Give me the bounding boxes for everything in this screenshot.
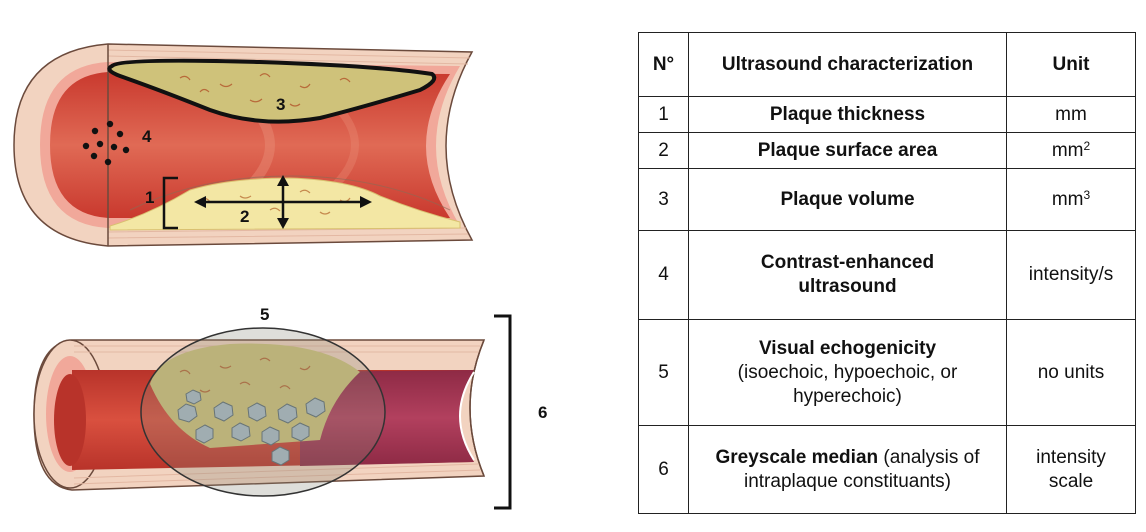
table-row: 3 Plaque volume mm3 bbox=[638, 168, 1136, 231]
row-characterization: Greyscale median (analysis of intraplaqu… bbox=[688, 425, 1007, 514]
row-characterization: Plaque volume bbox=[688, 168, 1007, 231]
header-characterization: Ultrasound characterization bbox=[688, 32, 1007, 97]
echogenicity-region bbox=[140, 327, 386, 497]
table-row: 5 Visual echogenicity(isoechoic, hypoech… bbox=[638, 319, 1136, 426]
row-characterization: Plaque thickness bbox=[688, 96, 1007, 133]
label-1: 1 bbox=[145, 188, 154, 207]
contrast-dots bbox=[82, 120, 130, 166]
plaque-volume-region bbox=[107, 58, 437, 124]
artery-illustration: 3 4 1 2 bbox=[13, 43, 547, 510]
greyscale-bracket bbox=[494, 314, 512, 510]
label-2: 2 bbox=[240, 207, 249, 226]
table-row: 2 Plaque surface area mm2 bbox=[638, 132, 1136, 169]
row-number: 6 bbox=[638, 425, 689, 514]
row-unit: mm bbox=[1006, 96, 1136, 133]
row-characterization: Contrast-enhanced ultrasound bbox=[688, 230, 1007, 320]
bottom-plaque bbox=[109, 177, 461, 231]
label-3: 3 bbox=[276, 95, 285, 114]
table-row: 4 Contrast-enhanced ultrasound intensity… bbox=[638, 230, 1136, 320]
table-row: 6 Greyscale median (analysis of intrapla… bbox=[638, 425, 1136, 514]
thickness-bracket bbox=[162, 176, 178, 230]
row-number: 5 bbox=[638, 319, 689, 426]
row-number: 3 bbox=[638, 168, 689, 231]
row-unit: no units bbox=[1006, 319, 1136, 426]
row-number: 4 bbox=[638, 230, 689, 320]
row-unit: intensity/s bbox=[1006, 230, 1136, 320]
row-number: 2 bbox=[638, 132, 689, 169]
label-6: 6 bbox=[538, 403, 547, 422]
header-unit: Unit bbox=[1006, 32, 1136, 97]
row-characterization: Plaque surface area bbox=[688, 132, 1007, 169]
calcification-cluster bbox=[177, 389, 326, 466]
table-row: 1 Plaque thickness mm bbox=[638, 96, 1136, 133]
row-unit: mm3 bbox=[1006, 168, 1136, 231]
ultrasound-characterization-table: N° Ultrasound characterization Unit 1 Pl… bbox=[638, 32, 1136, 514]
row-unit: intensity scale bbox=[1006, 425, 1136, 514]
bottom-artery: 5 6 bbox=[33, 305, 547, 510]
row-unit: mm2 bbox=[1006, 132, 1136, 169]
row-number: 1 bbox=[638, 96, 689, 133]
ultrasound-table-container: N° Ultrasound characterization Unit 1 Pl… bbox=[638, 32, 1136, 514]
header-number: N° bbox=[638, 32, 689, 97]
row-characterization: Visual echogenicity(isoechoic, hypoechoi… bbox=[688, 319, 1007, 426]
label-5: 5 bbox=[260, 305, 269, 324]
top-artery: 3 4 1 2 bbox=[13, 43, 474, 247]
echogenic-plaque bbox=[150, 343, 360, 448]
thickness-arrow bbox=[277, 175, 289, 229]
table-header-row: N° Ultrasound characterization Unit bbox=[638, 32, 1136, 97]
label-4: 4 bbox=[142, 127, 152, 146]
